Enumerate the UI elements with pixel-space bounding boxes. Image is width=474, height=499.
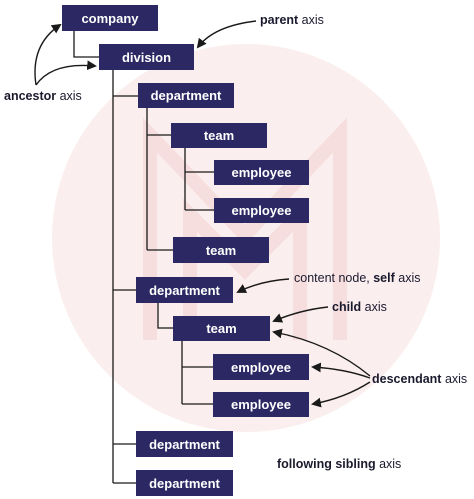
node-employee-1: employee [214, 160, 309, 185]
label-self-axis: content node, self axis [294, 271, 421, 285]
node-employee-2: employee [214, 198, 309, 223]
node-company: company [62, 5, 158, 31]
label-following-sibling-axis: following sibling axis [277, 457, 402, 471]
ancestor-axis-arrow-to-company [34, 23, 62, 86]
node-team-3: team [173, 316, 270, 341]
node-department-4: department [136, 470, 233, 496]
descendant-axis-arrow-to-team [272, 328, 371, 377]
label-descendant-axis: descendant axis [372, 372, 468, 386]
child-axis-arrow [272, 306, 329, 323]
node-division: division [99, 44, 194, 70]
label-ancestor-axis: ancestor axis [4, 89, 82, 103]
descendant-axis-arrow-to-employee-4 [311, 381, 371, 408]
connector-company-division [73, 31, 99, 58]
parent-axis-arrow [196, 20, 257, 49]
connector-department-2-team-3 [157, 303, 173, 329]
node-team-1: team [171, 123, 267, 148]
node-employee-4: employee [213, 392, 309, 417]
label-parent-axis: parent axis [260, 13, 324, 27]
node-department-3: department [136, 431, 233, 457]
descendant-axis-arrow-to-employee-3 [311, 362, 371, 379]
self-axis-arrow [236, 278, 290, 293]
node-department-1: department [138, 83, 234, 108]
node-department-2: department [136, 277, 233, 303]
node-team-2: team [173, 237, 269, 263]
node-employee-3: employee [213, 354, 309, 380]
ancestor-axis-arrow-to-division [35, 60, 97, 86]
label-child-axis: child axis [332, 300, 387, 314]
